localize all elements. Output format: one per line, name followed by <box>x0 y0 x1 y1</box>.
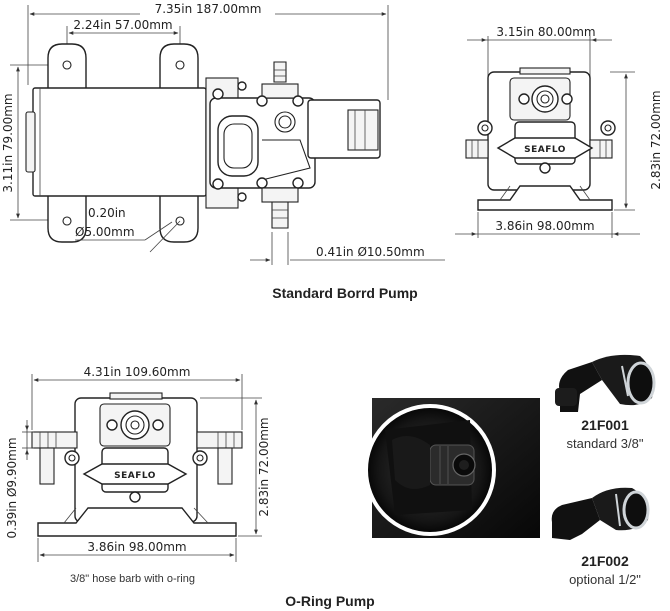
end-width-label: 3.15in 80.00mm <box>496 25 595 39</box>
oring-base-width-label: 3.86in 98.00mm <box>87 540 186 554</box>
hole-spacing-label: 2.24in 57.00mm <box>73 18 172 32</box>
height-label: 3.11in 79.00mm <box>1 93 15 192</box>
hole-size-in-label: 0.20in <box>88 206 126 220</box>
oring-height-label: 2.83in 72.00mm <box>257 417 271 516</box>
top-view-drawing: 7.35in 187.00mm 2.24in 57.00mm 3.11in 79… <box>1 2 445 301</box>
end-brand-label: SEAFLO <box>524 145 566 155</box>
fitting-code-1: 21F001 <box>581 417 629 433</box>
oring-view-drawing: 4.31in 109.60mm SEAFLO <box>5 365 375 609</box>
oring-brand-label: SEAFLO <box>114 471 156 481</box>
fitting-21f001: 21F001 standard 3/8" <box>555 354 656 451</box>
end-base-width-label: 3.86in 98.00mm <box>495 219 594 233</box>
hole-size-mm-label: Ø5.00mm <box>75 225 135 239</box>
oring-pump-title: O-Ring Pump <box>285 593 374 609</box>
overall-width-label: 7.35in 187.00mm <box>155 2 262 16</box>
fitting-code-2: 21F002 <box>581 553 629 569</box>
hose-barb-note: 3/8" hose barb with o-ring <box>70 573 195 585</box>
end-height-label: 2.83in 72.00mm <box>649 90 663 189</box>
fitting-desc-2: optional 1/2" <box>569 572 641 587</box>
fitting-21f002: 21F002 optional 1/2" <box>551 487 650 587</box>
oring-width-label: 4.31in 109.60mm <box>84 365 191 379</box>
end-view-drawing: 3.15in 80.00mm SEAFLO 2 <box>455 25 663 238</box>
oring-detail-photo <box>364 398 540 538</box>
fitting-desc-1: standard 3/8" <box>567 436 644 451</box>
standard-pump-title: Standard Borrd Pump <box>272 285 417 301</box>
oring-barb-label: 0.39in Ø9.90mm <box>5 437 19 538</box>
outlet-size-label: 0.41in Ø10.50mm <box>316 245 425 259</box>
